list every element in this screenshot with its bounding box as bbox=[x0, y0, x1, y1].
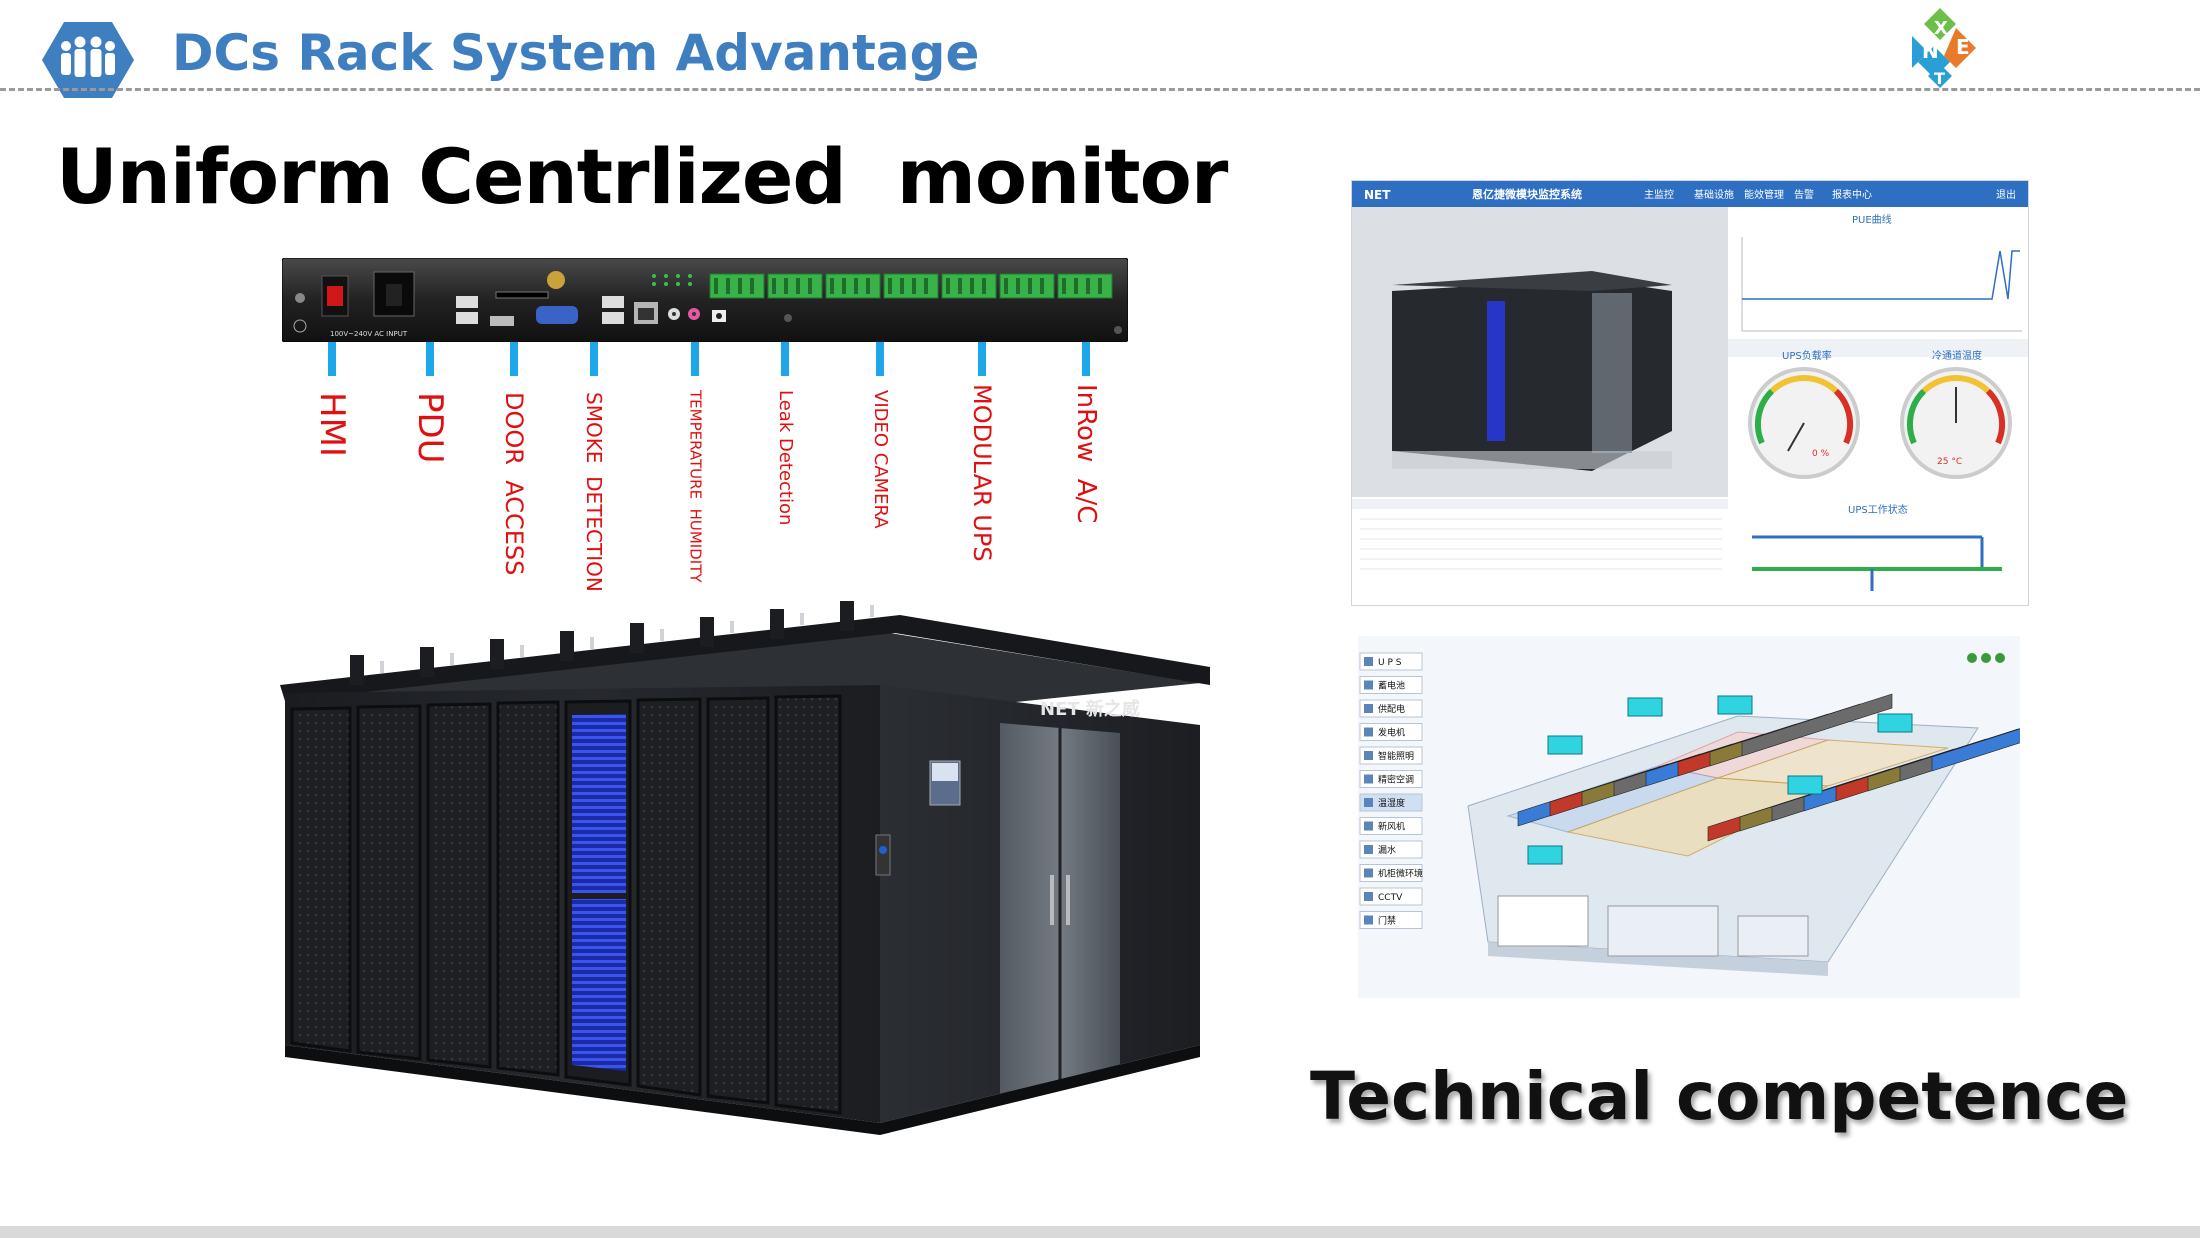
floor-menu-item bbox=[1359, 840, 1423, 859]
floor-menu-label: 新风机 bbox=[1378, 821, 1405, 833]
dash-nav-item: 报表中心 bbox=[1832, 188, 1872, 201]
connection-label: MODULAR UPS bbox=[968, 384, 996, 562]
floor-menu-label: 蓄电池 bbox=[1378, 680, 1405, 692]
floor-menu-item bbox=[1359, 746, 1423, 765]
floor-menu-icon bbox=[1364, 657, 1373, 666]
floor-menu-label: CCTV bbox=[1378, 893, 1403, 903]
floor-menu-label: U P S bbox=[1378, 658, 1402, 668]
monitoring-controller-device: 100V~240V AC INPUT bbox=[282, 258, 1128, 342]
monitoring-dashboard: NET 恩亿捷微模块监控系统 主监控 基础设施 能效管理 告警 报表中心 退出 … bbox=[1352, 181, 2028, 605]
svg-text:NET: NET bbox=[1364, 188, 1391, 202]
floor-menu-label: 漏水 bbox=[1378, 844, 1396, 856]
rack-row bbox=[1741, 693, 1893, 757]
connection-label: Leak Detection bbox=[775, 390, 796, 526]
floor-menu-icon bbox=[1364, 727, 1373, 737]
floor-menu-item bbox=[1359, 887, 1423, 906]
floor-menu-label: 温湿度 bbox=[1378, 797, 1405, 809]
floor-menu-item bbox=[1359, 652, 1423, 671]
connection-label: VIDEO CAMERA bbox=[870, 390, 891, 529]
monitoring-software-screenshot: NET 恩亿捷微模块监控系统 主监控 基础设施 能效管理 告警 报表中心 退出 … bbox=[1351, 180, 2029, 606]
caption-technical-competence: Technical competence bbox=[1310, 1058, 2129, 1135]
rack-row bbox=[1931, 728, 2020, 772]
connection-label: TEMPERATURE HUMIDITY bbox=[686, 390, 705, 583]
main-title: Uniform Centrlized monitor bbox=[56, 132, 1228, 221]
floor-menu-label: 精密空调 bbox=[1378, 774, 1414, 786]
floor-menu-icon bbox=[1364, 892, 1373, 901]
floor-menu-icon bbox=[1364, 868, 1373, 878]
micro-datacenter-cabinet: NET 新之威 bbox=[280, 601, 1210, 1135]
floor-menu-item bbox=[1359, 864, 1423, 882]
dash-nav-item: 告警 bbox=[1794, 188, 1814, 201]
floor-menu-icon bbox=[1364, 915, 1373, 925]
svg-text:N: N bbox=[1922, 39, 1939, 63]
3d-datacenter-screenshot: U P S 蓄电池供配电发电机智能照明精密空调温湿度新风机漏水机柜微环境 CCTV 门… bbox=[1358, 636, 2020, 998]
dash-panel-title: UPS负载率 bbox=[1782, 349, 1832, 362]
floor-menu-item bbox=[1359, 793, 1423, 812]
footer-bar bbox=[0, 1226, 2200, 1238]
slide-header-title: DCs Rack System Advantage bbox=[172, 24, 980, 82]
dashboard-title: 恩亿捷微模块监控系统 bbox=[1472, 187, 1582, 201]
floor-menu-label: 门禁 bbox=[1378, 915, 1396, 927]
floor-menu-icon bbox=[1364, 704, 1373, 713]
floor-menu-label: 机柜微环境 bbox=[1378, 868, 1423, 880]
floor-menu-item bbox=[1359, 770, 1423, 788]
floor-menu-icon bbox=[1364, 798, 1373, 807]
floor-menu-icon bbox=[1364, 774, 1373, 784]
dash-nav-item: 退出 bbox=[1996, 188, 2016, 201]
cold-aisle-temp-value: 25 °C bbox=[1937, 457, 1962, 467]
dash-nav-item: 基础设施 bbox=[1694, 188, 1734, 201]
dash-nav-item: 能效管理 bbox=[1744, 188, 1784, 201]
floor-menu-item bbox=[1359, 911, 1423, 929]
dash-panel-title: 冷通道温度 bbox=[1932, 349, 1982, 362]
floor-menu-icon bbox=[1364, 845, 1373, 854]
ups-load-value: 0 % bbox=[1812, 449, 1830, 459]
floor-menu-item bbox=[1359, 676, 1423, 694]
connection-label: PDU bbox=[410, 392, 450, 464]
floor-menu-label: 发电机 bbox=[1378, 727, 1405, 739]
device-ac-label: 100V~240V AC INPUT bbox=[330, 330, 408, 338]
svg-text:E: E bbox=[1956, 35, 1970, 59]
floor-menu-label: 供配电 bbox=[1378, 703, 1405, 715]
floor-menu-item bbox=[1359, 723, 1423, 741]
connection-label: HMI bbox=[312, 392, 352, 457]
floor-menu-icon bbox=[1364, 821, 1373, 831]
dash-panel-title: UPS工作状态 bbox=[1848, 503, 1908, 516]
floor-menu-item bbox=[1359, 699, 1423, 718]
floor-menu-icon bbox=[1364, 751, 1373, 760]
people-group-icon bbox=[42, 22, 134, 98]
svg-text:X: X bbox=[1934, 18, 1948, 39]
connection-label: InRow A/C bbox=[1071, 384, 1101, 524]
svg-text:T: T bbox=[1934, 69, 1945, 88]
dash-nav-item: 主监控 bbox=[1644, 188, 1674, 201]
connection-label: SMOKE DETECTION bbox=[582, 392, 606, 592]
nxet-logo-icon: N X E T bbox=[1912, 8, 1976, 88]
dash-panel-title: PUE曲线 bbox=[1852, 213, 1892, 226]
floor-menu-icon bbox=[1364, 680, 1373, 690]
connection-label: DOOR ACCESS bbox=[500, 392, 528, 576]
header-divider bbox=[0, 88, 2200, 91]
cabinet-brand-text: NET 新之威 bbox=[1040, 698, 1140, 720]
floor-menu-item bbox=[1359, 817, 1423, 835]
floor-menu-label: 智能照明 bbox=[1378, 750, 1414, 762]
